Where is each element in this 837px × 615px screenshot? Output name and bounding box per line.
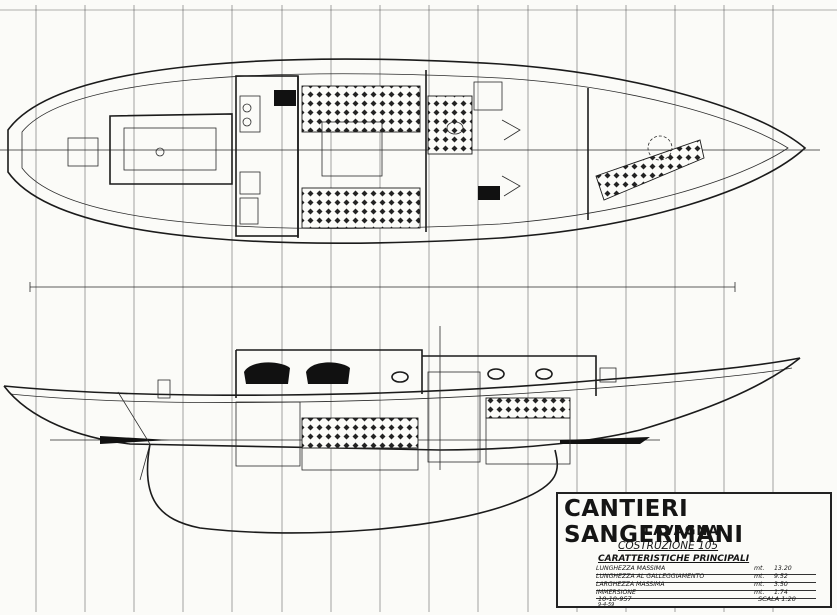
spec-unit: mt. — [754, 565, 765, 572]
builder-name: CANTIERI SANGERMANI — [564, 496, 744, 548]
drawing-scale: SCALA 1:20 — [758, 595, 796, 603]
spec-row: LUNGHEZZA MASSIMA mt. 13.20 — [596, 564, 816, 575]
spec-label: LUNGHEZZA MASSIMA — [596, 565, 666, 572]
profile-view — [3, 326, 801, 534]
spec-value: 3.50 — [774, 581, 788, 588]
title-block: CANTIERI SANGERMANI LAVAGNA COSTRUZIONE … — [556, 492, 832, 608]
spec-label: IMMERSIONE — [596, 589, 636, 596]
spec-value: 1.74 — [774, 589, 788, 596]
spec-label: LUNGHEZZA AL GALLEGGIAMENTO — [596, 573, 705, 580]
spec-value: 9.52 — [774, 573, 788, 580]
specs-title: CARATTERISTICHE PRINCIPALI — [598, 554, 750, 564]
spec-unit: mt. — [754, 589, 765, 596]
build-number: COSTRUZIONE 105 — [618, 540, 719, 552]
dimension-line — [29, 282, 736, 292]
spec-label: LARGHEZZA MASSIMA — [596, 581, 665, 588]
spec-row: IMMERSIONE mt. 1.74 — [596, 588, 816, 599]
spec-row: LUNGHEZZA AL GALLEGGIAMENTO mt. 9.52 — [596, 572, 816, 583]
spec-unit: mt. — [754, 573, 765, 580]
spec-unit: mt. — [754, 581, 765, 588]
builder-location: LAVAGNA — [644, 524, 720, 539]
revision-date: 9-4-59 — [598, 602, 615, 608]
plan-view — [0, 58, 820, 244]
spec-row: LARGHEZZA MASSIMA mt. 3.50 — [596, 580, 816, 591]
spec-value: 13.20 — [774, 565, 792, 572]
drawing-date: 10-10-957 — [598, 595, 632, 603]
